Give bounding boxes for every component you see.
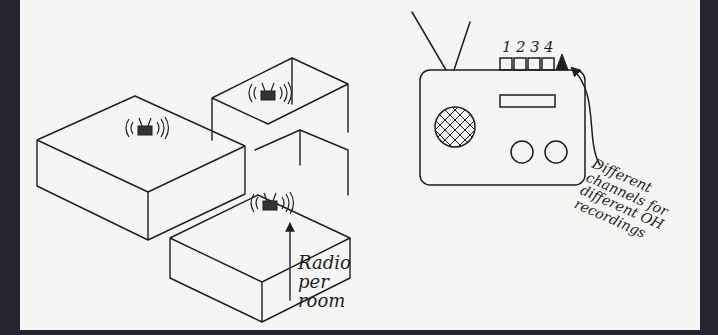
- channel-button: [542, 58, 554, 70]
- room-outline: [37, 96, 245, 240]
- channel-number: 2: [516, 40, 526, 56]
- channel-button: [514, 58, 526, 70]
- speaker-grille: [435, 107, 475, 147]
- callout-arrow: [572, 68, 600, 165]
- annotation-note: Radio per room: [298, 254, 378, 311]
- channel-button: [500, 58, 512, 70]
- room-outline: [212, 58, 348, 140]
- antenna-symbol: [556, 54, 568, 70]
- channel-number: 4: [544, 40, 554, 56]
- channel-button: [528, 58, 540, 70]
- channel-number: 1: [502, 40, 512, 56]
- room-outline: [255, 130, 348, 195]
- radio-body: [420, 70, 585, 185]
- leader-arrow: [289, 224, 290, 300]
- paper: [20, 0, 700, 330]
- speaker-hatch: [425, 100, 485, 160]
- tuning-dial: [500, 95, 555, 107]
- annotation-note: Different channels for different OH reco…: [572, 156, 687, 250]
- radio-knob: [511, 141, 533, 163]
- radio-icon: [249, 82, 292, 104]
- radio-knob: [545, 141, 567, 163]
- radio-icon: [126, 117, 169, 139]
- radio-antenna: [412, 12, 470, 70]
- radio-icon: [251, 192, 294, 214]
- channel-number: 3: [530, 40, 540, 56]
